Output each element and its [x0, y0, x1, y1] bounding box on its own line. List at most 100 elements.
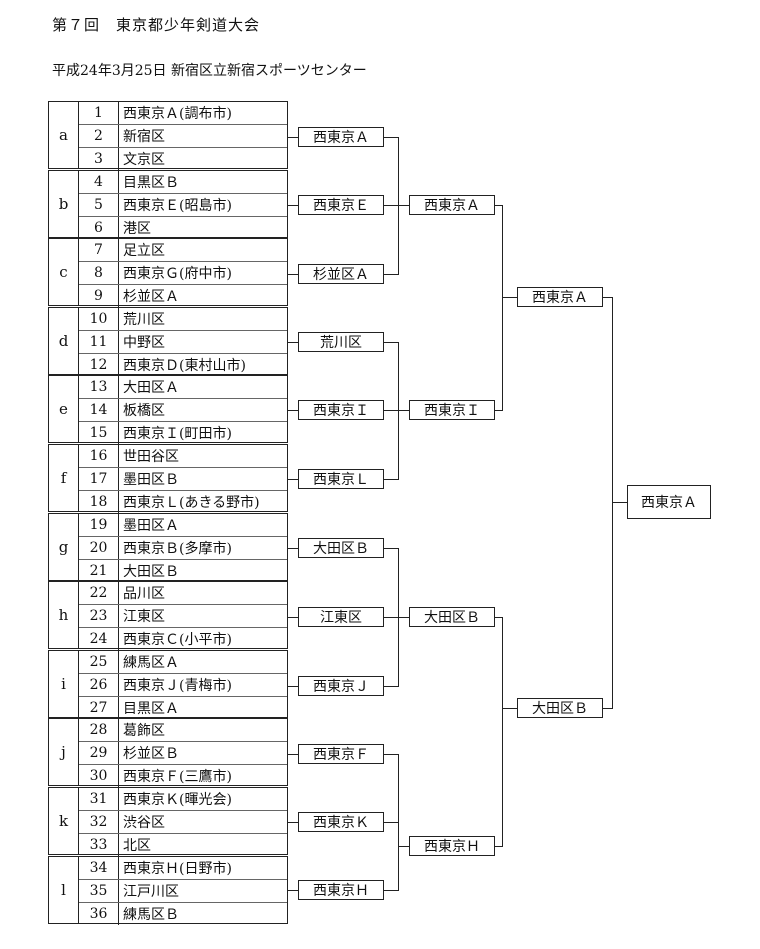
bracket-line [612, 297, 613, 709]
bracket-line [384, 137, 398, 138]
group-label: g [49, 513, 79, 580]
team-number: 33 [79, 834, 119, 856]
bracket-line [398, 846, 409, 847]
bracket-line [384, 205, 398, 206]
team-name: 練馬区Ａ [123, 654, 179, 671]
team-name: 大田区Ｂ [123, 563, 179, 580]
team-name: 西東京Ｈ(日野市) [123, 860, 232, 877]
team-number: 17 [79, 468, 119, 490]
round1-winner: 西東京Ｌ [298, 469, 384, 489]
bracket-line [384, 342, 398, 343]
team-number: 28 [79, 719, 119, 742]
team-number: 30 [79, 765, 119, 788]
group-label: a [49, 102, 79, 168]
team-name: 大田区Ａ [123, 380, 179, 397]
event-subtitle: 平成24年3月25日 新宿区立新宿スポーツセンター [52, 63, 367, 79]
bracket-line [502, 708, 517, 709]
group-label: h [49, 582, 79, 649]
team-number: 6 [79, 216, 119, 239]
team-number: 14 [79, 399, 119, 422]
team-number: 12 [79, 353, 119, 376]
bracket-line [288, 342, 298, 343]
team-name: 西東京Ｂ(多摩市) [123, 540, 232, 557]
team-number: 15 [79, 422, 119, 445]
bracket-line [288, 410, 298, 411]
team-name: 渋谷区 [123, 815, 165, 831]
team-name: 中野区 [123, 334, 165, 351]
team-name: 杉並区Ａ [123, 289, 179, 306]
team-name: 杉並区Ｂ [123, 746, 179, 763]
round1-winner: 大田区Ｂ [298, 538, 384, 558]
round1-winner: 西東京Ｈ [298, 880, 384, 900]
bracket-line [398, 617, 409, 618]
group-label: f [49, 445, 79, 511]
team-number: 21 [79, 559, 119, 582]
round2-winner: 大田区Ｂ [409, 607, 495, 627]
round1-winner: 西東京Ｆ [298, 744, 384, 764]
team-name: 目黒区Ａ [123, 700, 179, 717]
round1-winner: 杉並区Ａ [298, 264, 384, 284]
bracket-line [603, 297, 612, 298]
team-name: 西東京Ｅ(昭島市) [123, 197, 232, 214]
round2-winner: 西東京Ｉ [409, 400, 495, 420]
team-name: 西東京Ａ(調布市) [123, 106, 232, 122]
bracket-line [502, 617, 503, 847]
team-number: 31 [79, 788, 119, 810]
bracket-line [288, 479, 298, 480]
team-number: 35 [79, 879, 119, 902]
bracket-line [398, 205, 409, 206]
team-number: 36 [79, 902, 119, 925]
team-name: 葛飾区 [123, 723, 165, 740]
team-number: 13 [79, 376, 119, 399]
team-name: 世田谷区 [123, 449, 179, 465]
bracket-line [384, 479, 398, 480]
bracket-line [398, 137, 399, 275]
bracket-line [384, 548, 398, 549]
team-name: 港区 [123, 220, 151, 237]
round1-winner: 荒川区 [298, 332, 384, 352]
team-name: 西東京Ｇ(府中市) [123, 266, 232, 283]
bracket-line [288, 137, 298, 138]
round3-winner: 西東京Ａ [517, 287, 603, 307]
bracket-line [288, 890, 298, 891]
group-label: j [49, 719, 79, 786]
bracket-line [398, 754, 399, 891]
team-name: 墨田区Ｂ [123, 472, 179, 488]
team-name: 板橋区 [123, 403, 165, 420]
team-number: 18 [79, 491, 119, 513]
team-name: 西東京Ｄ(東村山市) [123, 357, 246, 374]
round1-winner: 西東京Ｅ [298, 195, 384, 215]
team-number: 11 [79, 330, 119, 353]
team-name: 西東京Ｌ(あきる野市) [123, 495, 260, 511]
team-name: 西東京Ｃ(小平市) [123, 632, 232, 649]
bracket-line [384, 686, 398, 687]
group-label: c [49, 239, 79, 306]
team-number: 7 [79, 239, 119, 262]
team-number: 23 [79, 605, 119, 628]
page-title: 第７回 東京都少年剣道大会 [52, 16, 261, 34]
round1-winner: 西東京Ａ [298, 127, 384, 147]
